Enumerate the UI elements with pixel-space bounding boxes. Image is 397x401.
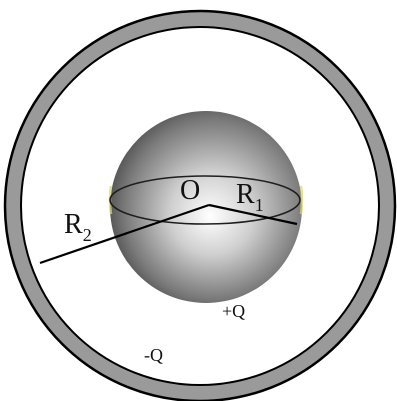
sphere-edge-glint-right	[299, 185, 304, 215]
r2-subscript: 2	[83, 225, 92, 245]
r1-subscript: 1	[255, 195, 264, 215]
r1-label: R1	[236, 179, 264, 215]
r2-label: R2	[64, 209, 92, 245]
inner-charge-label: +Q	[222, 301, 245, 321]
outer-shell-ring	[5, 11, 395, 401]
outer-shell-inner-edge	[20, 26, 380, 386]
radius-r1-line	[208, 203, 298, 226]
sphere-equator	[109, 175, 301, 225]
r2-letter: R	[64, 209, 83, 240]
r1-letter: R	[236, 179, 255, 210]
radius-r2-line	[39, 203, 210, 265]
outer-shell-outer-edge	[3, 9, 397, 401]
center-label: O	[180, 175, 200, 206]
outer-charge-label: -Q	[144, 345, 163, 365]
